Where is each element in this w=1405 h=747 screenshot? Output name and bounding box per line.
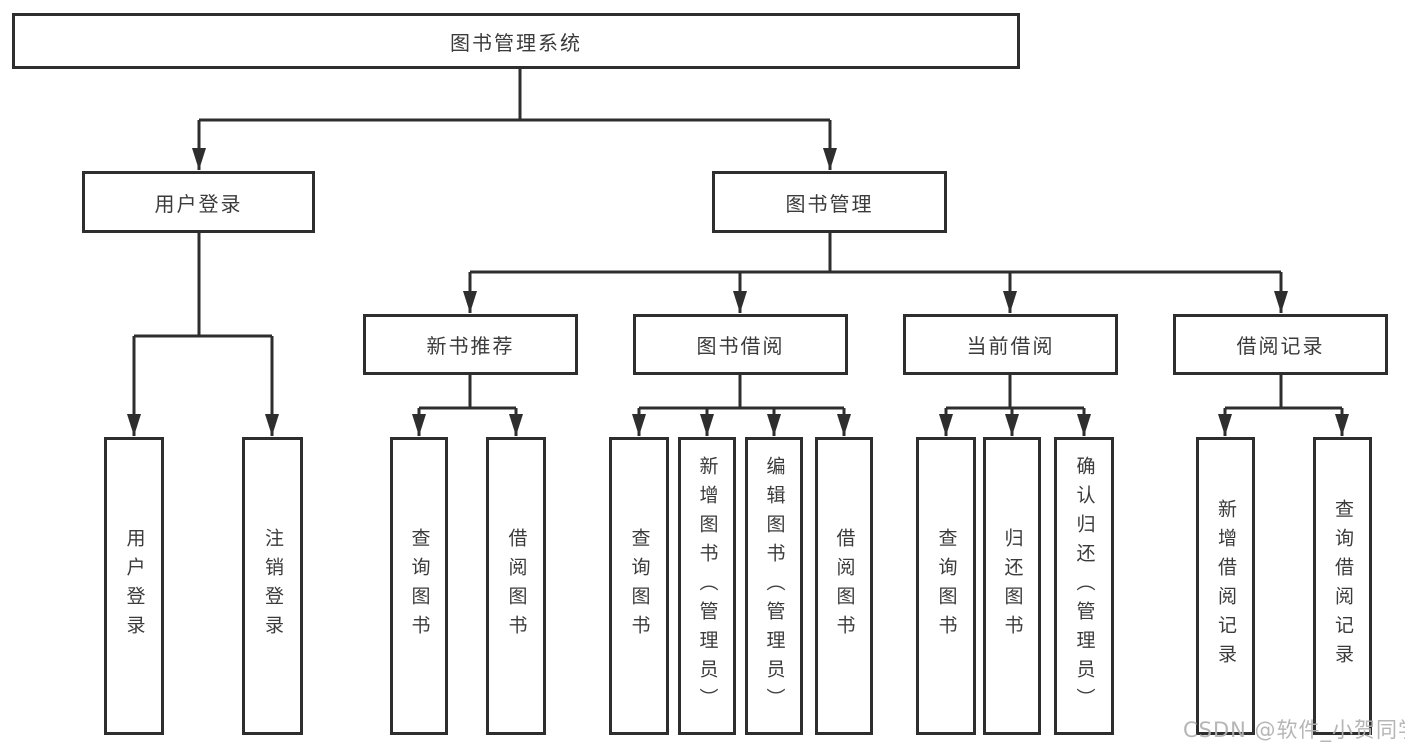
node-book-borrow: 图书借阅	[633, 314, 848, 375]
leaf-confirm-return-admin: 确认归还（管理员）	[1054, 437, 1114, 735]
leaf-query-books-recommend: 查询图书	[390, 437, 448, 735]
node-book-management: 图书管理	[712, 171, 947, 233]
connector-borrow-records-trunk	[1225, 375, 1342, 410]
csdn-watermark: CSDN @软件_小贺同学	[1183, 718, 1405, 742]
connector-book-mgmt-trunk	[470, 233, 1281, 274]
leaf-add-borrow-record: 新增借阅记录	[1196, 437, 1255, 735]
leaf-user-login: 用户登录	[104, 437, 164, 735]
connector-book-borrow-trunk	[639, 375, 844, 410]
node-root: 图书管理系统	[12, 13, 1020, 69]
leaf-return-books: 归还图书	[983, 437, 1041, 735]
node-borrow-records: 借阅记录	[1173, 314, 1388, 375]
node-user-login: 用户登录	[82, 171, 315, 233]
leaf-add-books-admin: 新增图书（管理员）	[678, 437, 736, 735]
connector-new-book-trunk	[419, 375, 516, 410]
leaf-edit-books-admin: 编辑图书（管理员）	[745, 437, 803, 735]
leaf-query-borrow-record: 查询借阅记录	[1313, 437, 1372, 735]
connector-user-login-trunk	[134, 233, 272, 338]
leaf-borrow-books-recommend: 借阅图书	[486, 437, 546, 735]
node-new-book-recommend: 新书推荐	[363, 314, 578, 375]
node-current-borrow: 当前借阅	[903, 314, 1118, 375]
leaf-query-books-borrow: 查询图书	[609, 437, 669, 735]
connector-current-borrow-trunk	[946, 375, 1084, 410]
leaf-query-books-current: 查询图书	[916, 437, 976, 735]
leaf-logout: 注销登录	[242, 437, 303, 735]
leaf-borrow-books: 借阅图书	[815, 437, 873, 735]
connector-root-trunk	[199, 69, 830, 122]
